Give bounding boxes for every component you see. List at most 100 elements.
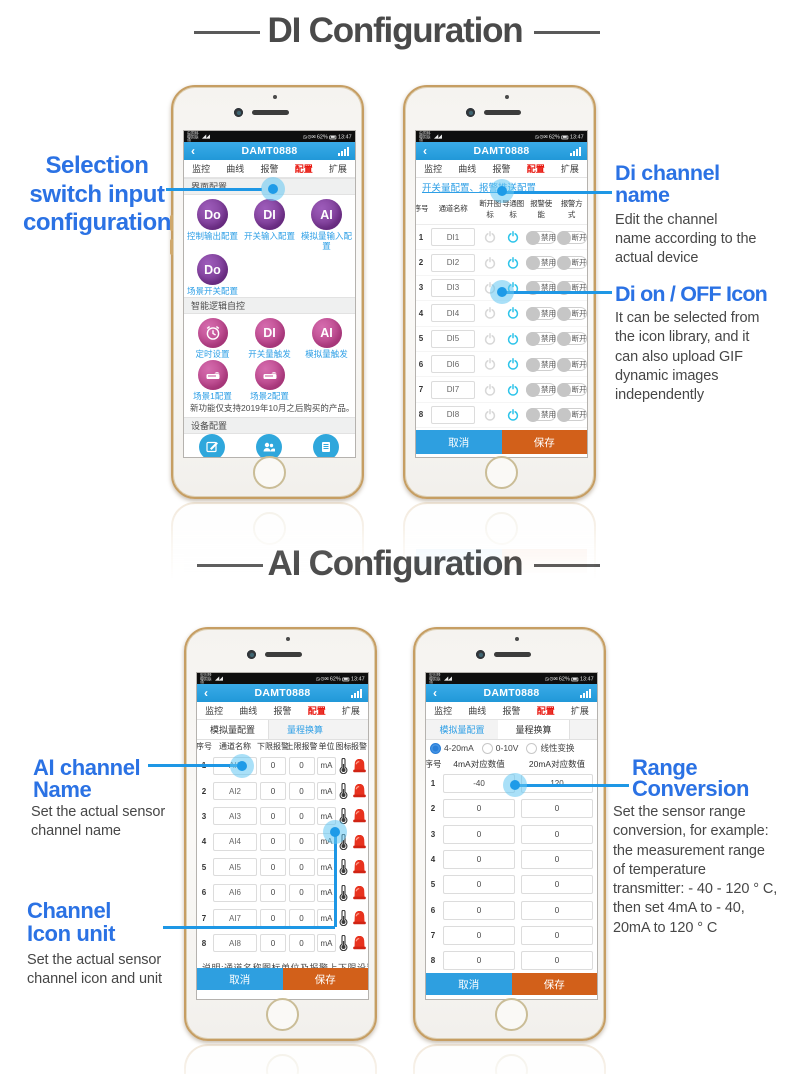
tab-alarm[interactable]: 报警 <box>502 706 521 716</box>
thermometer-icon[interactable] <box>338 935 349 952</box>
di-on-icon[interactable] <box>507 307 520 320</box>
channel-name-input[interactable]: DI7 <box>431 380 475 399</box>
alarm-mode-toggle[interactable]: 断开 <box>556 306 587 321</box>
tab-alarm[interactable]: 报警 <box>273 706 292 716</box>
thermometer-icon[interactable] <box>338 757 349 774</box>
alarm-enable-toggle[interactable]: 禁用 <box>526 256 556 271</box>
low-alarm-input[interactable]: 0 <box>260 782 286 801</box>
alarm-mode-toggle[interactable]: 断开 <box>556 383 587 398</box>
menu-item-scene2[interactable]: 场景2配置 <box>241 360 298 401</box>
thermometer-icon[interactable] <box>338 783 349 800</box>
subtab-analog-config[interactable]: 模拟量配置 <box>197 720 269 739</box>
alarm-mode-toggle[interactable]: 断开 <box>556 332 587 347</box>
di-off-icon[interactable] <box>484 408 497 421</box>
subtab-analog-config[interactable]: 模拟量配置 <box>439 725 485 735</box>
high-alarm-input[interactable]: 0 <box>288 756 315 775</box>
alarm-lamp-icon[interactable] <box>352 936 367 950</box>
high-alarm-input[interactable]: 0 <box>288 782 315 801</box>
tab-config[interactable]: 配置 <box>526 164 545 174</box>
subtab-range-conv[interactable]: 量程换算 <box>286 725 323 735</box>
home-button[interactable] <box>485 456 518 489</box>
di-off-icon[interactable] <box>484 332 497 345</box>
home-button[interactable] <box>495 998 528 1031</box>
thermometer-icon[interactable] <box>338 910 349 927</box>
alarm-lamp-icon[interactable] <box>352 809 367 823</box>
alarm-lamp-icon[interactable] <box>352 911 367 925</box>
value-20ma-input[interactable]: 0 <box>521 824 593 844</box>
value-20ma-input[interactable]: 0 <box>521 925 593 945</box>
menu-item-ai-trigger[interactable]: AI 模拟量触发 <box>298 318 355 359</box>
alarm-mode-toggle[interactable]: 断开 <box>556 230 587 245</box>
alarm-lamp-icon[interactable] <box>352 860 367 874</box>
value-4ma-input[interactable]: 0 <box>443 799 515 819</box>
value-20ma-input[interactable]: 0 <box>521 951 593 971</box>
save-button[interactable]: 保存 <box>511 973 597 995</box>
high-alarm-input[interactable]: 0 <box>288 934 315 953</box>
alarm-lamp-icon[interactable] <box>352 758 367 773</box>
value-4ma-input[interactable]: 0 <box>443 875 515 895</box>
value-4ma-input[interactable]: 0 <box>443 900 515 920</box>
channel-name-input[interactable]: AI4 <box>213 832 257 851</box>
tab-monitor[interactable]: 监控 <box>205 706 224 716</box>
tab-config[interactable]: 配置 <box>536 706 555 716</box>
tab-curve[interactable]: 曲线 <box>468 706 487 716</box>
value-20ma-input[interactable]: 0 <box>521 799 593 819</box>
menu-item-di-input[interactable]: DI 开关输入配置 <box>241 199 298 241</box>
value-20ma-input[interactable]: 0 <box>521 900 593 920</box>
radio-linear[interactable]: 线性变换 <box>526 742 574 754</box>
alarm-enable-toggle[interactable]: 禁用 <box>526 306 556 321</box>
tab-curve[interactable]: 曲线 <box>458 164 477 174</box>
channel-name-input[interactable]: AI7 <box>213 909 257 928</box>
value-4ma-input[interactable]: 0 <box>443 824 515 844</box>
high-alarm-input[interactable]: 0 <box>288 883 315 902</box>
high-alarm-input[interactable]: 0 <box>288 909 315 928</box>
high-alarm-input[interactable]: 0 <box>288 858 315 877</box>
low-alarm-input[interactable]: 0 <box>260 756 286 775</box>
thermometer-icon[interactable] <box>338 859 349 876</box>
di-on-icon[interactable] <box>507 332 520 345</box>
tab-monitor[interactable]: 监控 <box>192 164 211 174</box>
tab-config[interactable]: 配置 <box>307 706 326 716</box>
alarm-enable-toggle[interactable]: 禁用 <box>526 332 556 347</box>
back-button[interactable]: ‹ <box>191 144 195 158</box>
low-alarm-input[interactable]: 0 <box>260 934 286 953</box>
tab-curve[interactable]: 曲线 <box>226 164 245 174</box>
alarm-lamp-icon[interactable] <box>352 784 367 798</box>
low-alarm-input[interactable]: 0 <box>260 909 286 928</box>
di-off-icon[interactable] <box>484 307 497 320</box>
unit-input[interactable]: mA <box>317 934 336 953</box>
tab-config[interactable]: 配置 <box>294 164 313 174</box>
menu-item-timer[interactable]: 定时设置 <box>184 318 241 359</box>
tab-monitor[interactable]: 监控 <box>424 164 443 174</box>
users-icon[interactable] <box>256 434 283 457</box>
radio-0-10v[interactable]: 0-10V <box>481 742 518 754</box>
channel-name-input[interactable]: AI2 <box>213 782 257 801</box>
high-alarm-input[interactable]: 0 <box>288 807 315 826</box>
alarm-enable-toggle[interactable]: 禁用 <box>526 357 556 372</box>
back-button[interactable]: ‹ <box>423 144 427 158</box>
tab-monitor[interactable]: 监控 <box>434 706 453 716</box>
channel-name-input[interactable]: AI6 <box>213 883 257 902</box>
radio-4-20ma[interactable]: 4-20mA <box>430 742 474 754</box>
alarm-mode-toggle[interactable]: 断开 <box>556 408 587 423</box>
channel-name-input[interactable]: DI4 <box>431 304 475 323</box>
di-off-icon[interactable] <box>484 256 497 269</box>
di-on-icon[interactable] <box>507 358 520 371</box>
di-off-icon[interactable] <box>484 231 497 244</box>
thermometer-icon[interactable] <box>338 884 349 901</box>
tab-extend[interactable]: 扩展 <box>328 164 347 174</box>
channel-name-input[interactable]: DI2 <box>431 253 475 272</box>
tab-curve[interactable]: 曲线 <box>239 706 258 716</box>
unit-input[interactable]: mA <box>317 756 336 775</box>
subtab-range-conv[interactable]: 量程换算 <box>498 720 570 739</box>
channel-name-input[interactable]: DI1 <box>431 228 475 247</box>
tab-extend[interactable]: 扩展 <box>570 706 589 716</box>
di-on-icon[interactable] <box>507 383 520 396</box>
value-4ma-input[interactable]: 0 <box>443 951 515 971</box>
channel-name-input[interactable]: DI3 <box>431 278 475 297</box>
channel-name-input[interactable]: AI3 <box>213 807 257 826</box>
menu-item-di-trigger[interactable]: DI 开关量触发 <box>241 318 298 359</box>
low-alarm-input[interactable]: 0 <box>260 883 286 902</box>
menu-item-ai-input[interactable]: AI 模拟量输入配置 <box>298 199 355 251</box>
value-4ma-input[interactable]: 0 <box>443 850 515 870</box>
